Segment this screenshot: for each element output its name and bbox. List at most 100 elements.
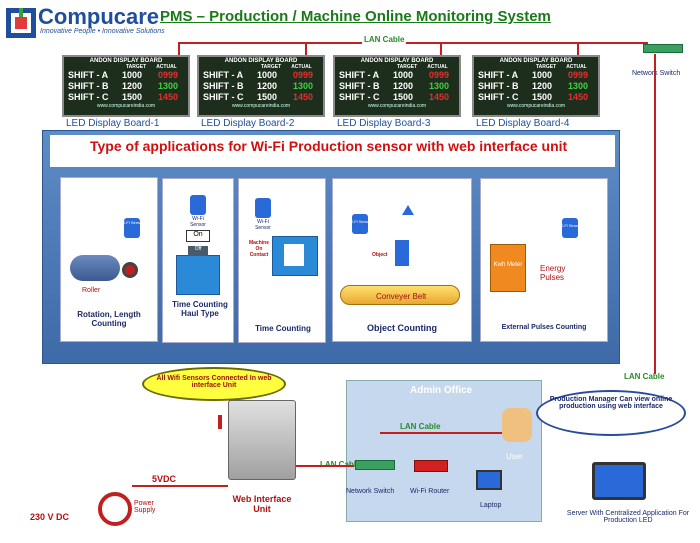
- applications-title-box: [50, 135, 615, 167]
- lan-cable-top-label: LAN Cable: [362, 35, 407, 44]
- roller-wheel-icon: [122, 262, 138, 278]
- board-target: 1500: [122, 92, 143, 102]
- vdc-label: 5VDC: [152, 474, 177, 484]
- on-switch: On: [186, 230, 210, 242]
- app-label-object: Object Counting: [367, 323, 437, 333]
- app-label-time: Time Counting: [255, 324, 311, 333]
- compucare-logo-icon: [6, 8, 36, 38]
- board-actual: 1450: [293, 92, 314, 102]
- wifi-router-label: Wi-Fi Router: [410, 488, 450, 495]
- kwh-meter-icon: [490, 244, 526, 292]
- callout-sensors-text: All Wifi Sensors Connected In web interf…: [156, 375, 272, 389]
- lan-line-top: [178, 42, 648, 44]
- board-actual: 1300: [158, 81, 179, 91]
- kwh-meter-label: Kwh Meter: [493, 262, 523, 268]
- board-actual: 1300: [568, 81, 589, 91]
- board-url: www.compucareindia.com: [367, 103, 427, 109]
- haul-box-icon: [176, 255, 220, 295]
- sensor-label: Wi-Fi Sensor: [120, 220, 144, 225]
- board-title: ANDON DISPLAY BOARD: [360, 58, 434, 64]
- network-switch-icon: [355, 460, 395, 470]
- board-row: SHIFT - C 1500 1450: [64, 92, 188, 103]
- laptop-icon: [476, 470, 502, 490]
- board-url: www.compucareindia.com: [506, 103, 566, 109]
- roller-label: Roller: [82, 287, 101, 294]
- user-icon: [502, 408, 532, 442]
- board-target: 1200: [257, 81, 278, 91]
- board-actual: 1300: [429, 81, 450, 91]
- board-shift-label: SHIFT - C: [339, 92, 380, 102]
- board-title: ANDON DISPLAY BOARD: [224, 58, 298, 64]
- board-shift-label: SHIFT - A: [478, 70, 519, 80]
- network-switch-top-icon: [643, 44, 683, 53]
- page-title: PMS – Production / Machine Online Monito…: [160, 8, 551, 25]
- lan-cable-mid-label: LAN Cabl: [320, 460, 356, 469]
- network-switch-label: Network Switch: [346, 488, 395, 495]
- lan-drop-1: [178, 42, 180, 58]
- board-shift-label: SHIFT - A: [339, 70, 380, 80]
- lan-drop-4: [577, 42, 579, 58]
- sensor-label: Wi-Fi Sensor: [348, 219, 372, 224]
- board-shift-label: SHIFT - C: [478, 92, 519, 102]
- board-col-actual: ACTUAL: [156, 64, 177, 70]
- board-col-actual: ACTUAL: [291, 64, 312, 70]
- board-title: ANDON DISPLAY BOARD: [499, 58, 573, 64]
- off-switch: Off: [188, 246, 208, 256]
- sensor-label: Wi-Fi Sensor: [190, 216, 206, 228]
- wifi-sensor-icon: [190, 195, 206, 215]
- web-interface-label: Web Interface Unit: [232, 494, 292, 514]
- board-col-target: TARGET: [126, 64, 147, 70]
- power-supply-label: Power Supply: [134, 500, 156, 514]
- energy-pulses-label: Energy Pulses: [540, 264, 566, 282]
- board-url: www.compucareindia.com: [96, 103, 156, 109]
- up-arrow-icon: [402, 205, 414, 215]
- board-col-target: TARGET: [536, 64, 557, 70]
- board-shift-label: SHIFT - A: [68, 70, 109, 80]
- callout-manager-text: Production Manager Can view online produ…: [549, 396, 673, 410]
- lan-line-admin: [380, 432, 506, 434]
- roller-icon: [70, 255, 120, 281]
- admin-office-box: [346, 380, 542, 522]
- board-shift-label: SHIFT - C: [68, 92, 109, 102]
- brand-name: Compucare: [38, 4, 160, 29]
- board-actual: 0999: [568, 70, 589, 80]
- brand-tagline: Innovative People • Innovative Solutions: [40, 28, 165, 35]
- app-label-haul: Time Counting Haul Type: [172, 300, 228, 318]
- board-caption: LED Display Board-3: [337, 118, 431, 129]
- board-actual: 1450: [158, 92, 179, 102]
- conveyor-belt-icon: [340, 285, 460, 305]
- lan-line-right: [654, 54, 656, 374]
- board-shift-label: SHIFT - B: [68, 81, 109, 91]
- board-target: 1200: [393, 81, 414, 91]
- board-actual: 0999: [429, 70, 450, 80]
- board-actual: 1450: [568, 92, 589, 102]
- vac-label: 230 V DC: [30, 512, 70, 522]
- antenna-icon: [218, 415, 222, 429]
- board-target: 1500: [393, 92, 414, 102]
- sensor-label: Wi-Fi Sensor: [558, 223, 582, 228]
- board-actual: 1300: [293, 81, 314, 91]
- board-target: 1000: [122, 70, 143, 80]
- lan-drop-3: [440, 42, 442, 58]
- board-actual: 0999: [158, 70, 179, 80]
- power-line: [132, 485, 228, 487]
- web-interface-unit-icon: [228, 400, 296, 480]
- object-box-icon: [395, 240, 409, 266]
- board-col-target: TARGET: [397, 64, 418, 70]
- board-caption: LED Display Board-4: [476, 118, 570, 129]
- server-icon: [592, 462, 646, 500]
- board-shift-label: SHIFT - B: [339, 81, 380, 91]
- board-caption: LED Display Board-2: [201, 118, 295, 129]
- callout-manager: [536, 390, 686, 436]
- wifi-sensor-icon: [352, 214, 368, 234]
